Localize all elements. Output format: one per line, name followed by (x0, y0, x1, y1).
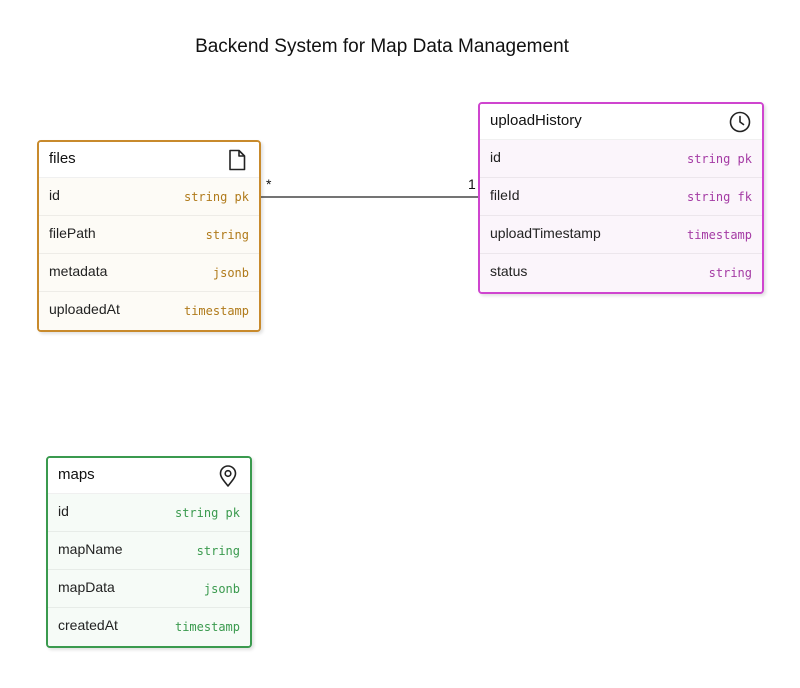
field-type: string fk (686, 190, 752, 204)
file-icon (229, 149, 246, 171)
clock-icon (729, 111, 751, 133)
field-name: uploadTimestamp (490, 225, 601, 241)
cardinality-one: 1 (468, 176, 476, 192)
field-name: status (490, 263, 528, 279)
field-type: string (205, 228, 249, 242)
field-name: mapData (58, 579, 115, 595)
maps-field-mapdata: mapData jsonb (48, 570, 250, 608)
maps-entity[interactable]: maps id string pk mapName string mapData… (46, 456, 252, 648)
maps-entity-name: maps (58, 466, 95, 483)
files-field-id: id string pk (39, 178, 259, 216)
uploadhistory-field-id: id string pk (480, 140, 762, 178)
files-field-metadata: metadata jsonb (39, 254, 259, 292)
map-pin-icon (219, 465, 237, 487)
field-type: timestamp (686, 228, 752, 242)
field-type: string pk (686, 152, 752, 166)
cardinality-many: * (266, 176, 272, 192)
uploadhistory-field-status: status string (480, 254, 762, 292)
uploadhistory-entity[interactable]: uploadHistory id string pk fileId string… (478, 102, 764, 294)
maps-field-id: id string pk (48, 494, 250, 532)
field-type: timestamp (174, 620, 240, 634)
field-name: id (490, 149, 501, 165)
field-name: id (49, 187, 60, 203)
field-type: timestamp (183, 304, 249, 318)
field-type: string pk (183, 190, 249, 204)
files-entity-name: files (49, 150, 76, 167)
uploadhistory-field-fileid: fileId string fk (480, 178, 762, 216)
field-type: string pk (174, 506, 240, 520)
field-name: uploadedAt (49, 301, 120, 317)
uploadhistory-field-uploadtimestamp: uploadTimestamp timestamp (480, 216, 762, 254)
field-name: createdAt (58, 617, 118, 633)
maps-field-createdat: createdAt timestamp (48, 608, 250, 646)
field-type: jsonb (203, 582, 240, 596)
field-type: jsonb (212, 266, 249, 280)
diagram-title: Backend System for Map Data Management (195, 36, 569, 57)
field-name: fileId (490, 187, 520, 203)
files-entity[interactable]: files id string pk filePath string metad… (37, 140, 261, 332)
maps-field-mapname: mapName string (48, 532, 250, 570)
maps-header: maps (48, 458, 250, 494)
field-type: string (196, 544, 240, 558)
field-name: id (58, 503, 69, 519)
files-header: files (39, 142, 259, 178)
files-field-uploadedat: uploadedAt timestamp (39, 292, 259, 330)
field-type: string (708, 266, 752, 280)
field-name: filePath (49, 225, 96, 241)
uploadhistory-entity-name: uploadHistory (490, 112, 582, 129)
uploadhistory-header: uploadHistory (480, 104, 762, 140)
field-name: metadata (49, 263, 108, 279)
files-field-filepath: filePath string (39, 216, 259, 254)
field-name: mapName (58, 541, 123, 557)
